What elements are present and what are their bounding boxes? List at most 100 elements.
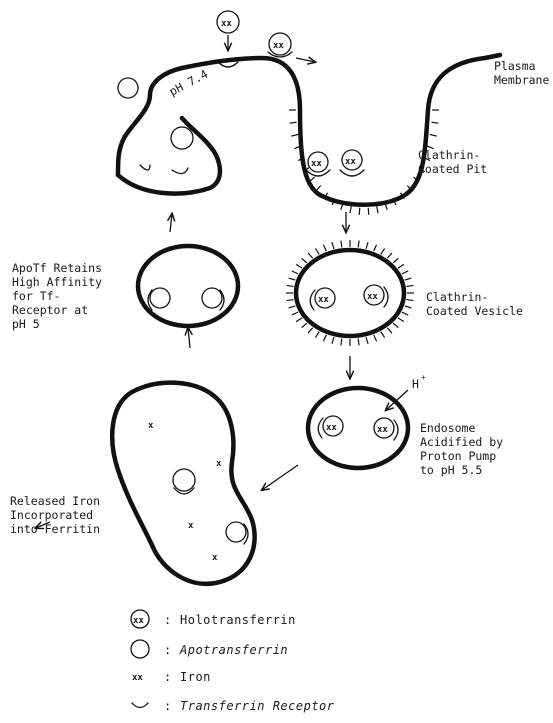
arrow-recycling-to-surface (170, 214, 172, 232)
clathrin-bristle (302, 323, 307, 328)
clathrin-bristle (309, 177, 314, 182)
clathrin-bristle (287, 285, 294, 286)
legend-iron: xx : Iron (132, 670, 211, 684)
clathrin-bristle (332, 242, 334, 249)
iron-pair-glyph: xx (345, 157, 356, 167)
clathrin-bristle (366, 242, 368, 249)
clathrin-bristle (366, 337, 368, 344)
clathrin-bristle (308, 328, 313, 333)
clathrin-coat-vesicle (286, 240, 414, 346)
clathrin-bristle (430, 134, 437, 136)
iron-symbol: xx (132, 673, 143, 683)
plasma-membrane-label: Plasma Membrane (494, 59, 549, 87)
clathrin-bristle (308, 253, 313, 258)
clathrin-bristle (315, 248, 319, 254)
iron-pair-glyph: xx (367, 292, 378, 302)
clathrin-bristle (393, 323, 398, 328)
clathrin-vesicle-label: Clathrin- Coated Vesicle (426, 290, 523, 318)
pit-holotransferrin-pair: xx xx (306, 150, 364, 176)
iron-pair-glyph: xx (326, 423, 337, 433)
incoming-holotransferrin: xx (217, 11, 239, 50)
clathrin-vesicle-label-line-2: Coated Vesicle (426, 304, 523, 318)
endosome-label-line-2: Acidified by (420, 435, 503, 449)
legend-apotransferrin-text: Apotransferrin (179, 643, 288, 657)
apotf-retains-label: ApoTf Retains High Affinity for Tf- Rece… (12, 261, 102, 331)
clathrin-bristle (406, 300, 413, 301)
iron-glyph: x (188, 521, 194, 531)
legend-sep: : (164, 699, 172, 713)
released-iron-label: Released Iron Incorporated into Ferritin (10, 494, 100, 536)
apotf-label-line-2: High Affinity (12, 275, 102, 289)
proton-pump-arrow: H + (386, 373, 426, 410)
clathrin-bristle (377, 206, 378, 213)
clathrin-bristle (381, 248, 385, 254)
legend-iron-text: Iron (180, 670, 211, 684)
clathrin-bristle (332, 337, 334, 344)
clathrin-bristle (316, 186, 320, 191)
proton-superscript: + (421, 373, 426, 382)
clathrin-bristle (289, 278, 296, 280)
released-iron-label-line-3: into Ferritin (10, 522, 100, 536)
clathrin-bristle (393, 258, 398, 263)
clathrin-bristle (315, 332, 319, 338)
exocytosing-apotransferrin (171, 127, 193, 149)
legend-receptor-text: Transferrin Receptor (180, 699, 335, 713)
arrow-endosome-to-compartment (262, 465, 298, 490)
clathrin-bristle (387, 328, 392, 333)
clathrin-bristle (296, 318, 302, 322)
apotf-label-line-3: for Tf- (12, 289, 60, 303)
iron-glyph: x (216, 459, 222, 469)
clathrin-bristle (405, 278, 412, 280)
apotf-label-line-4: Receptor at (12, 303, 88, 317)
clathrin-bristle (402, 271, 408, 274)
iron-pair-glyph: xx (377, 425, 388, 435)
sorting-compartment: x x x x (112, 383, 254, 584)
legend-sep: : (164, 670, 172, 684)
clathrin-bristle (287, 300, 294, 301)
iron-pair-glyph: xx (221, 19, 232, 29)
legend-holotransferrin-text: Holotransferrin (180, 613, 296, 627)
exocytosis-receptors (140, 165, 188, 174)
clathrin-bristle (292, 312, 298, 315)
clathrin-coated-vesicle: xx xx (286, 240, 414, 346)
plasma-membrane-label-line-2: Membrane (494, 73, 549, 87)
released-iron-label-line-1: Released Iron (10, 494, 100, 508)
legend: xx : Holotransferrin : Apotransferrin xx… (131, 610, 335, 713)
apotf-label-line-5: pH 5 (12, 317, 40, 331)
legend-sep: : (164, 643, 172, 657)
recycling-vesicle (138, 246, 238, 326)
clathrin-bristle (341, 241, 342, 248)
clathrin-bristle (398, 318, 404, 322)
iron-glyph: x (212, 553, 218, 563)
iron-pair-glyph: xx (311, 159, 322, 169)
acidified-endosome: xx xx (308, 388, 408, 468)
clathrin-bristle (406, 285, 413, 286)
clathrin-bristle (323, 335, 326, 341)
clathrin-bristle (381, 332, 385, 338)
clathrin-bristle (290, 122, 297, 123)
released-apotransferrin (118, 78, 138, 98)
endosome-label-line-3: Proton Pump (420, 449, 496, 463)
released-iron-label-line-2: Incorporated (10, 508, 93, 522)
receptor-symbol (132, 703, 148, 708)
clathrin-bristle (302, 258, 307, 263)
endosome-label-line-4: to pH 5.5 (420, 463, 482, 477)
clathrin-bristle (341, 339, 342, 346)
clathrin-bristle (374, 335, 377, 341)
legend-holotransferrin: xx : Holotransferrin (131, 610, 296, 628)
plasma-membrane-label-line-1: Plasma (494, 59, 536, 73)
iron-pair-glyph: xx (273, 41, 284, 51)
iron-pair-glyph: xx (318, 295, 329, 305)
clathrin-pit-label: Clathrin- Coated Pit (418, 148, 487, 176)
clathrin-bristle (289, 306, 296, 308)
clathrin-bristle (402, 312, 408, 315)
clathrin-bristle (431, 122, 438, 123)
clathrin-bristle (291, 134, 298, 136)
proton-label: H (412, 377, 419, 391)
arrow-compartment-to-recycling (188, 328, 190, 348)
apotf-label-line-1: ApoTf Retains (12, 261, 102, 275)
clathrin-bristle (292, 271, 298, 274)
clathrin-bristle (387, 253, 392, 258)
iron-pair-glyph: xx (133, 616, 144, 626)
